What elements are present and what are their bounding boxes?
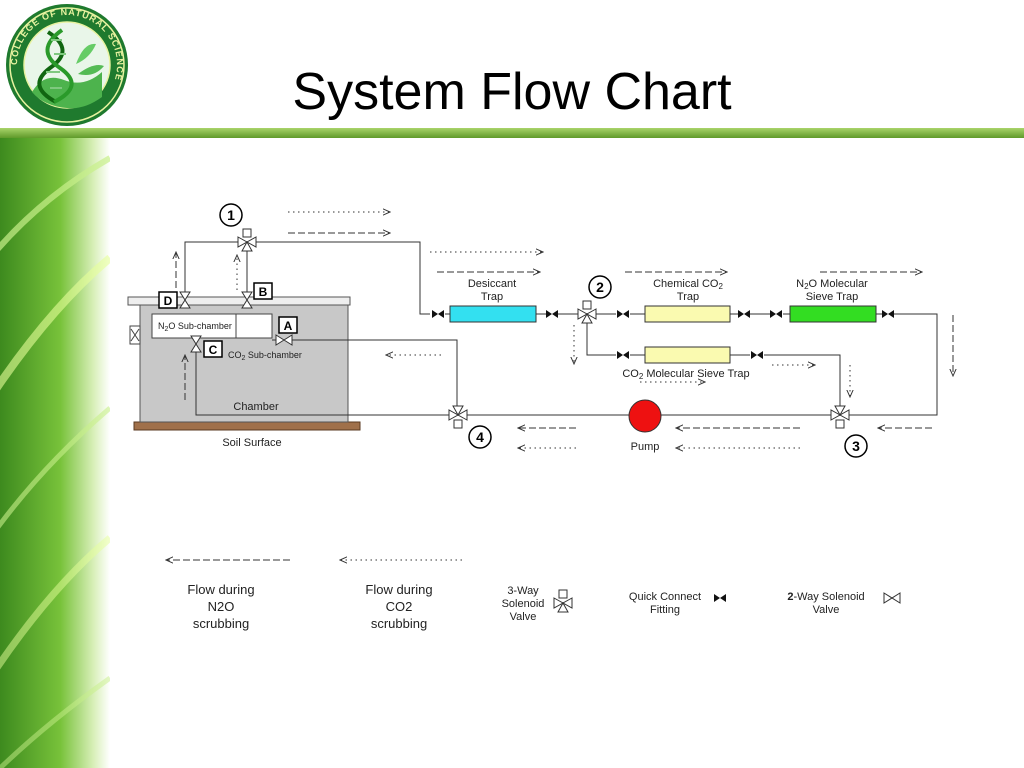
legend-3way-line1: 3-Way [507, 585, 539, 597]
co2-subchamber-label: CO2 Sub-chamber [228, 350, 302, 362]
soil-surface-bar [133, 421, 361, 431]
legend-2way-line1: 2-Way Solenoid [787, 591, 864, 603]
flow-arrows [176, 212, 953, 448]
n2o-sieve-trap-label-line2: Sieve Trap [806, 291, 859, 303]
legend-co2-line1: Flow during [365, 582, 432, 597]
valve-letter-boxes [158, 282, 298, 358]
legend-n2o-line3: scrubbing [193, 616, 249, 631]
chemical-co2-trap-label-line1: Chemical CO2 [653, 278, 723, 291]
valve-number-2: 2 [596, 279, 604, 295]
quick-connect-icon [617, 351, 629, 359]
chamber-label: Chamber [233, 401, 279, 413]
valve-number-3: 3 [852, 438, 860, 454]
quick-connect-icon [882, 310, 894, 318]
decorative-green-strip [0, 138, 110, 768]
desiccant-trap-label-line2: Trap [481, 291, 503, 303]
valve-number-1: 1 [227, 207, 235, 223]
legend-qc-line1: Quick Connect [629, 591, 701, 603]
legend-2way-line2: Valve [813, 604, 840, 616]
co2-sieve-trap [644, 346, 731, 364]
valve-label-a: A [284, 319, 293, 333]
legend-two-way-valve-icon [883, 592, 901, 604]
valve-label-d: D [164, 294, 173, 308]
quick-connect-icon [738, 310, 750, 318]
valve-number-circles [219, 203, 868, 458]
legend-qc-line2: Fitting [650, 604, 680, 616]
three-way-valve-3-icon [830, 405, 850, 429]
legend-co2-line3: scrubbing [371, 616, 427, 631]
three-way-valve-2-icon [577, 300, 597, 324]
legend-co2-line2: CO2 [386, 599, 413, 614]
co2-sieve-trap-label: CO2 Molecular Sieve Trap [622, 368, 749, 381]
soil-surface-label: Soil Surface [222, 437, 281, 449]
quick-connect-icon [617, 310, 629, 318]
n2o-subchamber-box [151, 313, 273, 339]
desiccant-trap-label-line1: Desiccant [468, 278, 516, 290]
quick-connect-icon [432, 310, 444, 318]
chamber-lid [127, 296, 351, 306]
quick-connect-icon [770, 310, 782, 318]
legend-quick-connect-icon [714, 594, 726, 602]
pump-label: Pump [631, 441, 660, 453]
three-way-valve-4-icon [448, 405, 468, 429]
legend-n2o-line2: N2O [208, 599, 235, 614]
chemical-co2-trap [644, 305, 731, 323]
legend-n2o-line1: Flow during [187, 582, 254, 597]
valve-number-4: 4 [476, 429, 484, 445]
slide-title: System Flow Chart [292, 63, 732, 121]
quick-connect-icon [546, 310, 558, 318]
n2o-sieve-trap-label-line1: N2O Molecular [796, 278, 868, 291]
n2o-subchamber-label: N2O Sub-chamber [158, 321, 232, 333]
desiccant-trap [449, 305, 537, 323]
college-logo: COLLEGE OF NATURAL SCIENCE [6, 4, 128, 126]
legend-3way-line2: Solenoid [502, 598, 545, 610]
legend-3way-line3: Valve [510, 611, 537, 623]
pump [628, 399, 662, 433]
legend-three-way-valve-icon [553, 589, 573, 613]
valve-label-b: B [259, 285, 268, 299]
n2o-sieve-trap [789, 305, 877, 323]
pipe-network [184, 241, 938, 416]
title-divider-bar [0, 128, 1024, 138]
chemical-co2-trap-label-line2: Trap [677, 291, 699, 303]
quick-connect-icon [751, 351, 763, 359]
valve-label-c: C [209, 343, 218, 357]
three-way-valve-1-icon [237, 228, 257, 252]
